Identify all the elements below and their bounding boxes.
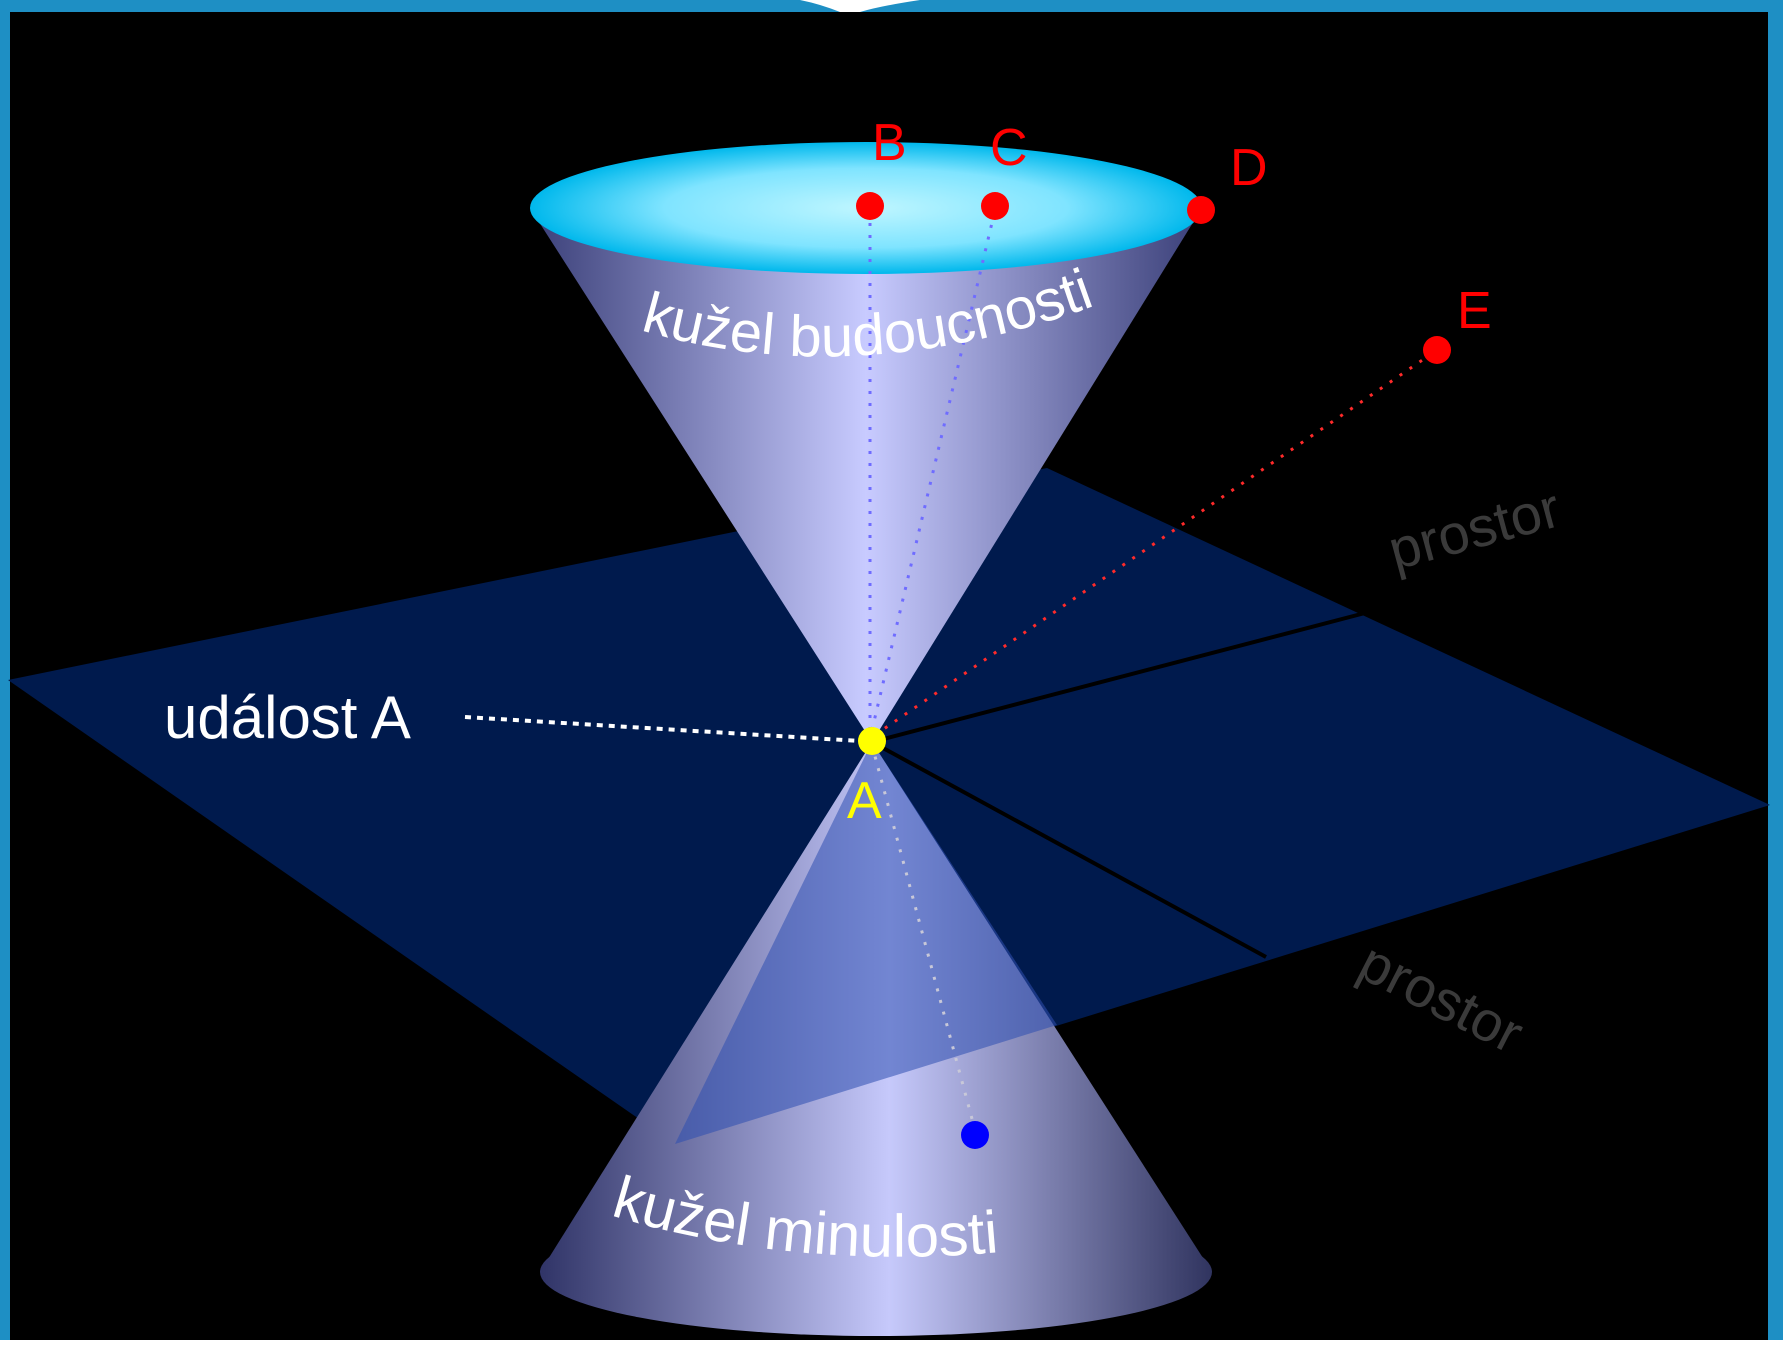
label-d: D	[1230, 139, 1268, 197]
point-c	[981, 192, 1009, 220]
label-b: B	[872, 114, 907, 172]
point-b	[856, 192, 884, 220]
future-cone	[530, 208, 1202, 742]
point-d	[1187, 196, 1215, 224]
label-a: A	[847, 772, 882, 830]
point-e	[1423, 336, 1451, 364]
event-pointer-line	[464, 715, 861, 743]
point-past	[961, 1121, 989, 1149]
space-axis-1	[871, 611, 1366, 744]
label-e: E	[1457, 282, 1492, 340]
label-c: C	[990, 119, 1028, 177]
point-a	[858, 727, 886, 755]
frame-notch	[800, 0, 920, 12]
event-label: událost A	[164, 684, 411, 751]
plane-overlap	[675, 742, 1057, 1144]
past-cone-base	[540, 1208, 1212, 1336]
space-axis-2	[871, 740, 1267, 959]
worldline-c	[870, 209, 997, 731]
